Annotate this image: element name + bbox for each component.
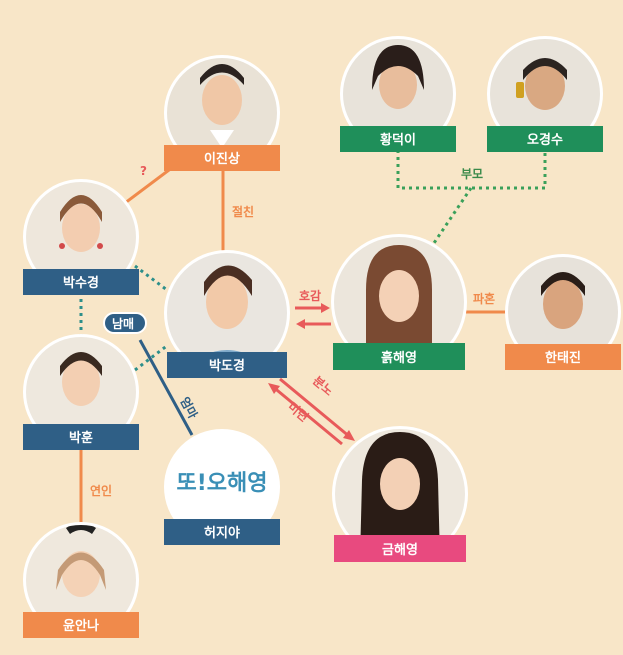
label-hogam: 호감 (299, 288, 321, 303)
name-han-taejin: 한태진 (545, 350, 581, 366)
node-hwang-deoki[interactable]: 황덕이 (338, 36, 463, 156)
name-park-sookyung: 박수경 (63, 275, 99, 291)
name-park-dokyung: 박도경 (209, 358, 245, 374)
label-pahon: 파혼 (473, 291, 495, 306)
label-bunno: 분노 (310, 374, 336, 399)
name-hwang-deoki: 황덕이 (380, 132, 416, 148)
label-jeolchin: 절친 (232, 204, 254, 219)
line-sookyung-dokyung (134, 264, 168, 292)
name-heuk-haeyoung: 흙해영 (381, 350, 417, 366)
node-park-sookyung[interactable]: 박수경 (20, 179, 145, 300)
line-bumo-child (430, 187, 473, 247)
line-bumo (396, 150, 547, 190)
node-heuk-haeyoung[interactable]: 흙해영 (330, 234, 470, 370)
arrowhead-hogam-right (321, 303, 330, 313)
label-bumo: 부모 (461, 167, 483, 181)
arrow-bunno (279, 377, 351, 439)
node-geum-haeyoung[interactable]: 금해영 (331, 426, 471, 562)
line-hoon-dokyung (134, 343, 169, 372)
arrowhead-bunno (343, 430, 355, 441)
node-han-taejin[interactable]: 한태진 (503, 254, 623, 374)
arrowhead-miryeon (268, 383, 280, 394)
arrow-miryeon (271, 384, 343, 446)
badge-nammae (103, 312, 147, 334)
name-heo-jiya: 허지야 (204, 525, 240, 541)
node-park-hoon[interactable]: 박훈 (20, 334, 145, 455)
node-yoon-anna[interactable]: 윤안나 (20, 522, 145, 642)
arrowhead-hogam-left (296, 319, 305, 329)
connections (79, 150, 547, 525)
name-oh-kyungsoo: 오경수 (527, 132, 563, 148)
node-heo-jiya[interactable]: 또!오해영 허지야 (164, 429, 280, 545)
label-yeonin: 연인 (90, 483, 112, 498)
name-yoon-anna: 윤안나 (63, 618, 99, 634)
name-lee-jinsang: 이진상 (204, 151, 240, 167)
node-oh-kyungsoo[interactable]: 오경수 (485, 36, 610, 156)
name-park-hoon: 박훈 (69, 430, 93, 446)
line-eomma (138, 339, 194, 436)
show-logo: 또!오해영 (177, 471, 268, 496)
label-nammae: 남매 (112, 316, 134, 331)
label-question: ? (140, 164, 147, 178)
node-lee-jinsang[interactable]: 이진상 (160, 55, 285, 175)
node-park-dokyung[interactable]: 박도경 (160, 250, 295, 380)
name-geum-haeyoung: 금해영 (382, 542, 418, 558)
